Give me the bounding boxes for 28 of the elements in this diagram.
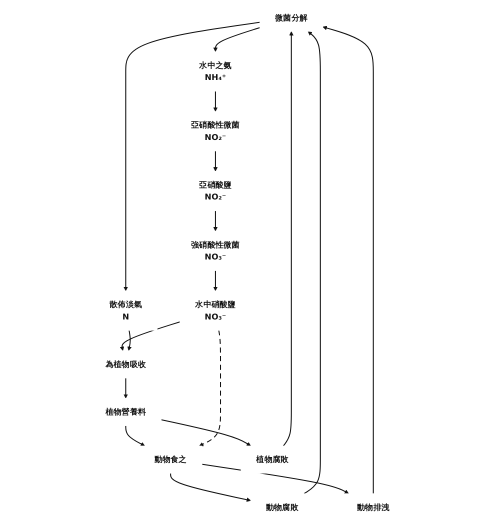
node-text: 水中之氨 NH₄⁺ bbox=[199, 60, 232, 82]
node-text: 亞硝酸鹽 NO₂⁻ bbox=[199, 180, 232, 202]
arrow bbox=[213, 91, 218, 112]
arrow bbox=[213, 151, 218, 172]
arrow bbox=[170, 473, 251, 502]
node-text: 散佈淡氣 N bbox=[110, 299, 142, 322]
arrow bbox=[322, 26, 374, 494]
node-text: 水中硝酸鹽 NO₃⁻ bbox=[195, 299, 236, 322]
arrow bbox=[304, 31, 321, 494]
node-text: 植物營養料 bbox=[105, 406, 146, 417]
node-text: 為植物吸收 bbox=[105, 359, 146, 369]
arrow bbox=[127, 330, 132, 351]
arrow bbox=[213, 270, 218, 292]
node-text: 動物腐敗 bbox=[266, 502, 298, 512]
arrow bbox=[199, 330, 222, 446]
arrow bbox=[213, 210, 218, 232]
node-text: 動物食之 bbox=[154, 454, 187, 464]
node-text: 強硝酸性微菌 NO₃⁻ bbox=[191, 240, 240, 262]
node-text: 亞硝酸性微菌 NO₂⁻ bbox=[191, 120, 240, 142]
arrow bbox=[125, 426, 146, 446]
arrow bbox=[161, 419, 251, 446]
arrow bbox=[124, 22, 260, 292]
node-text: 微菌分解 bbox=[275, 12, 308, 22]
arrow bbox=[282, 31, 294, 446]
node-text: 動物排洩 bbox=[357, 502, 390, 512]
arrow bbox=[120, 321, 180, 351]
arrow bbox=[213, 27, 260, 52]
arrow bbox=[124, 378, 128, 399]
